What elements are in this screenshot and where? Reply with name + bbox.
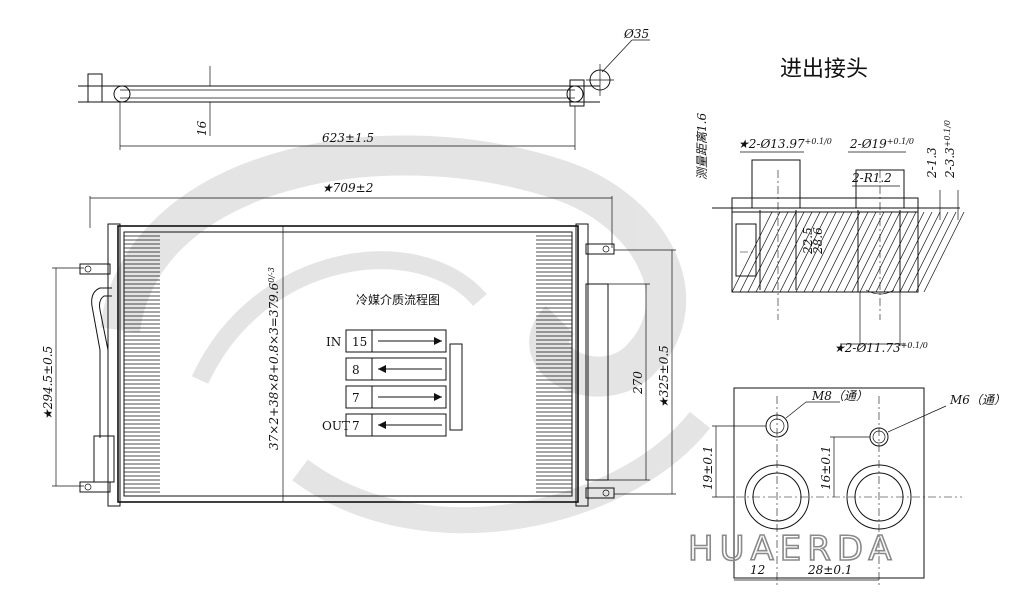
hatch-line xyxy=(803,211,845,293)
radius-label: 2-R1.2 xyxy=(851,171,892,185)
hatch-line xyxy=(923,211,965,293)
flow-row-box xyxy=(345,329,447,353)
m6-label: M6（通） xyxy=(949,393,1006,407)
inner2-label: 28.6 xyxy=(811,227,825,255)
hatch-line xyxy=(827,211,869,293)
front-view: ★709±2 ★294.5±0.5 37×2+38×8+0.8×3=379.60… xyxy=(41,181,676,507)
core-spec-label: 37×2+38×8+0.8×3=379.60/-3 xyxy=(267,267,281,450)
hole3-label: ★2-Ø11.73+0.1/0 xyxy=(834,341,928,355)
hatch-line xyxy=(739,211,781,293)
flow-row-count: 15 xyxy=(352,335,367,349)
flow-row-port: IN xyxy=(326,335,341,349)
flow-arrow-head xyxy=(434,337,442,345)
hatch-line xyxy=(747,211,789,293)
width-label: ★709±2 xyxy=(322,181,373,195)
length-label: 623±1.5 xyxy=(322,131,374,145)
flow-row-port: OUT xyxy=(322,419,350,433)
flow-row: 8 xyxy=(345,357,447,381)
flow-arrow-head xyxy=(434,393,442,401)
top-view: Ø35 16 623±1.5 xyxy=(78,27,650,150)
m8-label: M8（通） xyxy=(811,389,868,403)
tank-height-label: 270 xyxy=(631,371,645,395)
flow-row-count: 8 xyxy=(352,363,360,377)
hatch-line xyxy=(795,211,837,293)
hole2-label: 2-Ø19+0.1/0 xyxy=(849,137,914,151)
depth2-label: 2-3.3+0.1/0 xyxy=(943,120,957,179)
dim-16-label: 16±0.1 xyxy=(819,446,833,490)
hatch-line xyxy=(755,211,797,293)
thickness-label: 16 xyxy=(195,120,209,136)
fins-right xyxy=(536,235,572,493)
hatch-line xyxy=(899,211,941,293)
hatch-line xyxy=(771,211,813,293)
flow-row-box xyxy=(345,413,447,437)
hatch-line xyxy=(891,211,933,293)
watermark-swirl xyxy=(100,135,711,533)
fins-left xyxy=(124,235,160,493)
left-height-label: ★294.5±0.5 xyxy=(41,346,55,420)
depth1-label: 2-1.3 xyxy=(925,147,939,179)
joint-detail: 进出接头 测量距离1.6 ★2-Ø13.97+0.1/0 2-Ø19+0.1/0… xyxy=(695,57,965,355)
flange-view: M8（通） M6（通） 19±0.1 16±0.1 12 28±0.1 xyxy=(701,387,1006,586)
dim-19-label: 19±0.1 xyxy=(701,446,715,490)
hatch-line xyxy=(787,211,829,293)
flow-arrow-head xyxy=(378,365,386,373)
flow-row-count: 7 xyxy=(352,391,360,405)
flow-row-count: 7 xyxy=(352,419,360,433)
hatch-line xyxy=(843,211,885,293)
hatch-line xyxy=(779,211,821,293)
joint-title: 进出接头 xyxy=(780,57,868,82)
flow-row: 7 xyxy=(345,385,447,409)
hatch-line xyxy=(867,211,909,293)
hatch-line xyxy=(811,211,853,293)
inner-label: 22.5 xyxy=(801,227,815,255)
hatch-line xyxy=(875,211,917,293)
hatch-line xyxy=(915,211,957,293)
hatch-line xyxy=(763,211,805,293)
gap-label: 测量距离1.6 xyxy=(695,113,709,180)
hatch-line xyxy=(819,211,861,293)
flow-arrow-head xyxy=(378,421,386,429)
hole1-label: ★2-Ø13.97+0.1/0 xyxy=(738,137,832,151)
hatch-line xyxy=(835,211,877,293)
flow-row-box xyxy=(345,357,447,381)
flow-title: 冷媒介质流程图 xyxy=(356,292,440,307)
dim-28-label: 28±0.1 xyxy=(807,563,852,577)
hatch-line xyxy=(883,211,925,293)
watermark-text: HUAERDA xyxy=(688,529,898,569)
hatch-line xyxy=(851,211,893,293)
hatch-pattern xyxy=(731,211,965,293)
flow-row-box xyxy=(345,385,447,409)
right-height-label: ★325±0.5 xyxy=(657,345,671,408)
pipe-dia-label: Ø35 xyxy=(623,27,649,41)
hatch-line xyxy=(907,211,949,293)
flow-row: 15 IN xyxy=(326,329,447,353)
dim-12-label: 12 xyxy=(750,563,765,577)
